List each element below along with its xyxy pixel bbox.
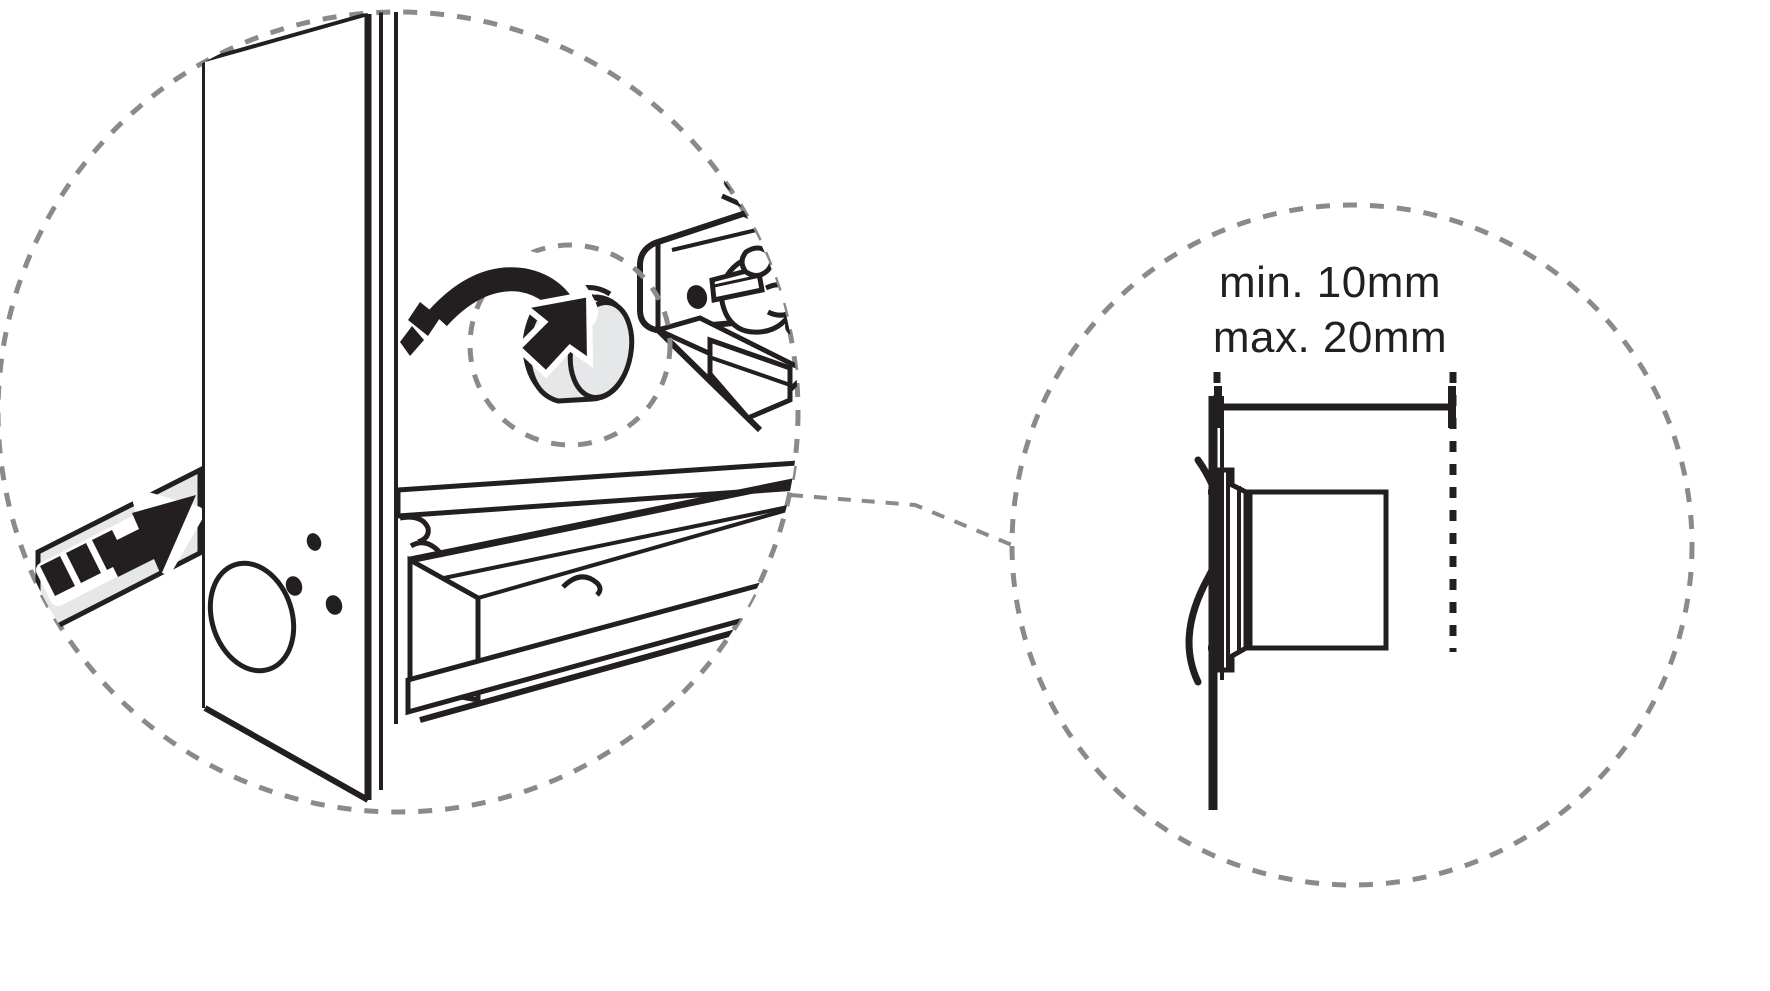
main-callout-circle	[0, 9, 801, 815]
roller-rotation-arrow	[400, 249, 598, 379]
flange-step-profile	[1215, 467, 1249, 673]
bracket-hole	[686, 285, 708, 309]
flange-outer-body	[1247, 489, 1389, 651]
thickness-dimension-line	[1214, 386, 1456, 428]
wall-thickness-detail-view: min. 10mm max. 20mm	[1009, 202, 1695, 888]
detail-max-label: max. 20mm	[1213, 313, 1447, 362]
drawer-rail-assembly	[395, 459, 798, 723]
detail-callout-circle	[1009, 202, 1695, 888]
cabinet-side-panel	[202, 12, 398, 803]
panel-hole-ellipse	[207, 560, 297, 674]
main-assembly-view	[0, 9, 801, 815]
insertion-direction-arrow	[36, 490, 204, 606]
detail-leader-line	[789, 493, 1013, 547]
panel-screw-holes	[285, 533, 343, 615]
vertical-panel-wall	[1208, 396, 1224, 810]
roller-callout-circle	[467, 242, 673, 448]
detail-min-label: min. 10mm	[1219, 258, 1441, 307]
